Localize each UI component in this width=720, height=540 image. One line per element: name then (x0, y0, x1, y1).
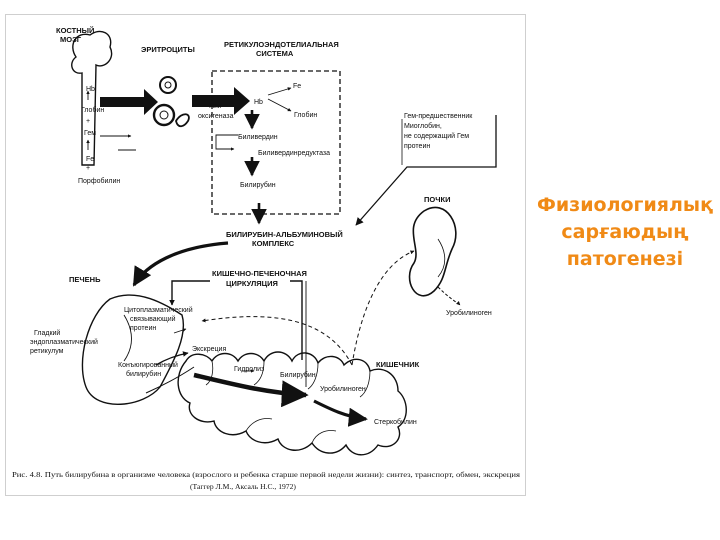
slide-title-line-2: сарғаюдың (561, 221, 689, 243)
svg-text:МОЗГ: МОЗГ (60, 35, 82, 44)
svg-text:связывающий: связывающий (130, 315, 176, 323)
label-intestine: КИШЕЧНИК (376, 360, 420, 369)
svg-text:Глобин: Глобин (294, 111, 317, 119)
svg-text:Fe: Fe (86, 156, 94, 163)
svg-text:Билирубин: Билирубин (280, 371, 316, 379)
svg-text:Экскреция: Экскреция (192, 346, 226, 353)
svg-text:+: + (86, 140, 90, 147)
res-box (211, 70, 341, 215)
kidney-shape (408, 206, 457, 297)
svg-text:СИСТЕМА: СИСТЕМА (256, 49, 294, 58)
svg-text:Биливердин: Биливердин (238, 134, 278, 141)
svg-text:Цитоплазматический: Цитоплазматический (124, 306, 193, 314)
svg-text:+: + (86, 165, 90, 172)
intestine-shape (177, 351, 407, 456)
svg-text:Глобин: Глобин (81, 106, 104, 114)
erythrocyte-fragment (175, 113, 190, 128)
svg-text:Гем: Гем (84, 130, 96, 137)
label-erythrocytes: ЭРИТРОЦИТЫ (141, 45, 195, 54)
svg-text:Hb: Hb (254, 99, 263, 106)
svg-text:протеин: протеин (404, 143, 430, 150)
erythrocyte-cell-2 (152, 103, 176, 127)
svg-text:Fe: Fe (293, 83, 301, 90)
label-liver: ПЕЧЕНЬ (69, 275, 101, 284)
svg-text:КОМПЛЕКС: КОМПЛЕКС (252, 239, 295, 248)
svg-text:Уробилиноген: Уробилиноген (446, 309, 492, 317)
svg-text:ЦИРКУЛЯЦИЯ: ЦИРКУЛЯЦИЯ (226, 279, 278, 288)
slide-title-line-1: Физиологиялық (537, 194, 713, 216)
figure-caption-source: (Таггер Л.М., Аксаль Н.С., 1972) (190, 482, 296, 491)
dashed-gut-to-kidney (351, 250, 415, 366)
bone-shape (71, 30, 113, 166)
arrow-erythrocytes-to-res (192, 87, 250, 115)
arrow-complex-to-liver (132, 241, 229, 287)
dashed-gut-to-liver (201, 316, 353, 366)
svg-text:Гем: Гем (209, 103, 221, 110)
svg-text:Стеркобилин: Стеркобилин (374, 418, 417, 426)
bilirubin-pathway-figure: КОСТНЫЙ МОЗГ Hb Глобин + Гем + Fe + Порф… (5, 14, 526, 496)
svg-text:Гладкий: Гладкий (34, 329, 60, 337)
svg-text:+: + (86, 118, 90, 125)
arrow-marrow-to-erythrocytes (100, 89, 158, 115)
svg-text:Гем-предшественник: Гем-предшественник (404, 113, 473, 120)
svg-text:Порфобилин: Порфобилин (78, 177, 120, 185)
arrow-gut-stercobilin (313, 399, 368, 427)
svg-text:Миоглобин,: Миоглобин, (404, 122, 442, 130)
arrow-gut-bilirubin (193, 372, 309, 408)
arrow-kidney-to-urine (437, 286, 461, 306)
svg-text:протеин: протеин (130, 325, 156, 332)
svg-text:Конъюгированный: Конъюгированный (118, 361, 178, 369)
liver-shape (81, 294, 184, 406)
figure-caption: Рис. 4.8. Путь билирубина в организме че… (12, 470, 521, 479)
svg-text:билирубин: билирубин (126, 370, 161, 378)
slide-title: Физиологиялық сарғаюдың патогенезі (530, 192, 720, 273)
svg-text:Уробилиноген: Уробилиноген (320, 385, 366, 393)
svg-text:Биливердинредуктаза: Биливердинредуктаза (258, 150, 330, 157)
erythrocyte-cell-1 (159, 76, 177, 94)
svg-text:не содержащий Гем: не содержащий Гем (404, 132, 469, 140)
svg-text:Билирубин: Билирубин (240, 181, 276, 189)
label-bone-marrow: КОСТНЫЙ (56, 26, 94, 35)
svg-text:Hb: Hb (86, 86, 95, 93)
svg-text:ретикулум: ретикулум (30, 348, 64, 355)
label-bilirubin-albumin-complex: БИЛИРУБИН-АЛЬБУМИНОВЫЙ (226, 230, 343, 239)
bilirubin-pathway-diagram: КОСТНЫЙ МОЗГ Hb Глобин + Гем + Fe + Порф… (12, 26, 521, 491)
arrow-conjugated-to-excretion (155, 351, 189, 366)
svg-text:оксигеназа: оксигеназа (198, 113, 234, 120)
slide-title-line-3: патогенезі (566, 248, 684, 270)
svg-text:Гидролиз: Гидролиз (234, 366, 264, 373)
svg-text:эндоплазматический: эндоплазматический (30, 338, 98, 346)
label-enterohepatic: КИШЕЧНО-ПЕЧЕНОЧНАЯ (212, 269, 307, 278)
label-kidneys: ПОЧКИ (424, 195, 450, 204)
label-res: РЕТИКУЛОЭНДОТЕЛИАЛЬНАЯ (224, 40, 339, 49)
